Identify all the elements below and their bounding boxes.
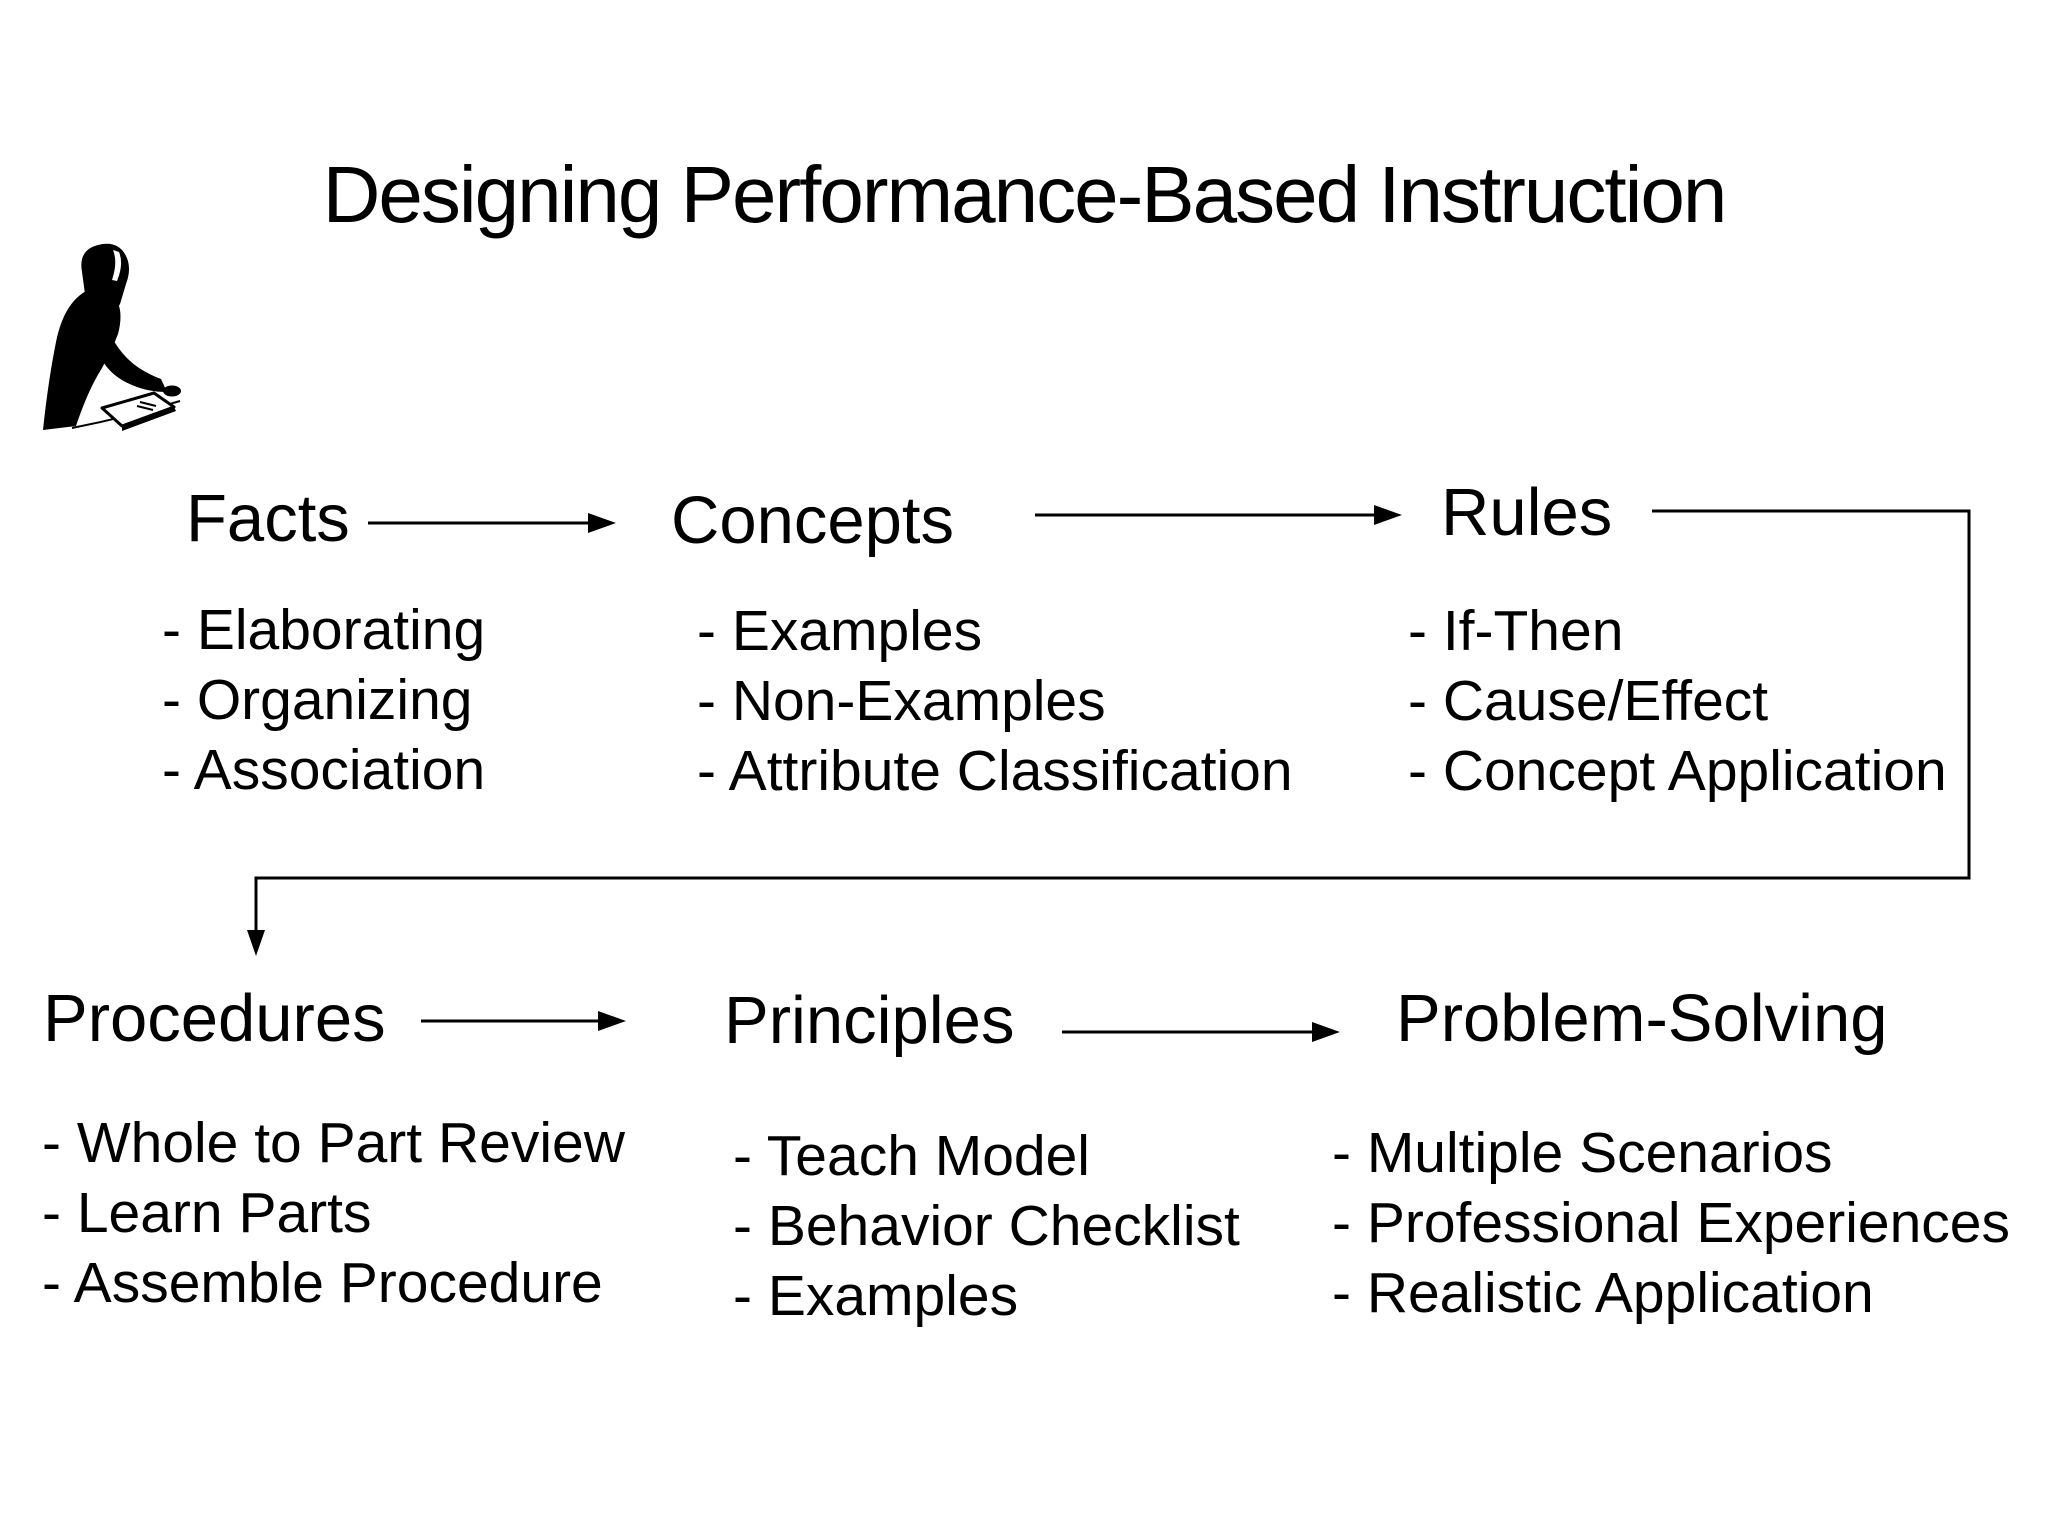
bullet-item: - Elaborating [162,598,486,662]
bullet-item: - Association [162,738,486,802]
bullet-item: - Cause/Effect [1408,669,1769,733]
bullet-item: - Teach Model [733,1124,1090,1188]
section-concepts-items: - Examples - Non-Examples - Attribute Cl… [697,596,1293,806]
section-facts-heading: Facts [186,481,350,556]
arrow-concepts-to-rules-icon [1035,505,1402,525]
bullet-item: - Non-Examples [697,669,1106,733]
section-problem-solving-heading: Problem-Solving [1396,981,1888,1056]
section-concepts-heading: Concepts [671,483,955,558]
arrow-principles-to-problem-solving-icon [1062,1022,1340,1042]
section-principles-items: - Teach Model - Behavior Checklist - Exa… [733,1121,1240,1331]
bullet-item: - Realistic Application [1332,1261,1874,1325]
section-procedures-items: - Whole to Part Review - Learn Parts - A… [42,1108,625,1318]
bullet-item: - Professional Experiences [1332,1191,2010,1255]
slide-title: Designing Performance-Based Instruction [322,150,1728,239]
section-problem-solving-items: - Multiple Scenarios - Professional Expe… [1332,1118,2010,1328]
bullet-item: - Multiple Scenarios [1332,1121,1833,1185]
bullet-item: - Examples [733,1264,1019,1328]
connector-rules-to-procedures-icon [247,509,1971,956]
bullet-item: - Examples [697,599,983,663]
bullet-item: - Whole to Part Review [42,1111,625,1175]
bullet-item: - Behavior Checklist [733,1194,1240,1258]
arrow-procedures-to-principles-icon [421,1011,626,1031]
bullet-item: - Attribute Classification [697,739,1293,803]
person-at-desk-icon [43,243,181,431]
arrow-facts-to-concepts-icon [368,513,616,533]
bullet-item: - Concept Application [1408,739,1947,803]
section-facts-items: - Elaborating - Organizing - Association [162,595,485,805]
bullet-item: - Learn Parts [42,1181,372,1245]
bullet-item: - If-Then [1408,599,1624,663]
section-rules-heading: Rules [1441,475,1613,550]
section-principles-heading: Principles [724,983,1015,1058]
bullet-item: - Assemble Procedure [42,1251,603,1315]
section-procedures-heading: Procedures [43,981,386,1056]
section-rules-items: - If-Then - Cause/Effect - Concept Appli… [1408,596,1947,806]
bullet-item: - Organizing [162,668,473,732]
